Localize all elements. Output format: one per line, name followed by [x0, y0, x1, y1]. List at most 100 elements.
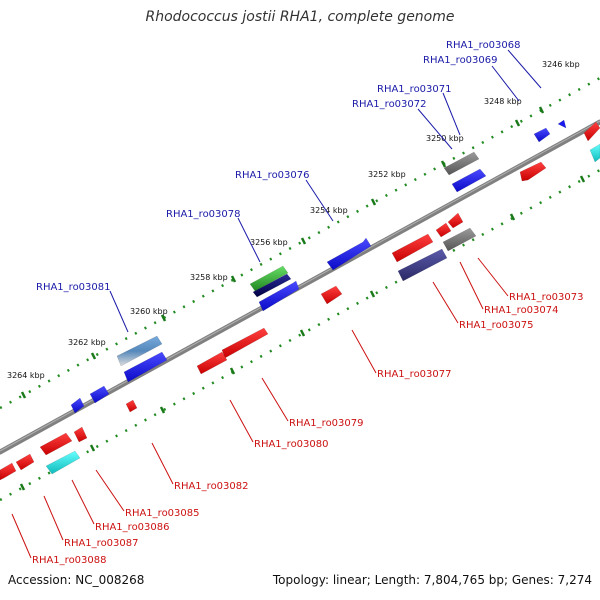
- tick-top: [370, 198, 377, 206]
- gene-arrow[interactable]: [249, 265, 289, 292]
- gene-labels-top: RHA1_ro03068 RHA1_ro03069 RHA1_ro03071 R…: [36, 40, 521, 293]
- gene-label[interactable]: RHA1_ro03080: [254, 439, 329, 450]
- tick-bottom: [89, 444, 96, 452]
- tick-top: [514, 119, 521, 127]
- gene-arrow[interactable]: [125, 399, 138, 413]
- gene-labels-bottom: RHA1_ro03073 RHA1_ro03074 RHA1_ro03075 R…: [32, 292, 584, 566]
- ruler-label: 3264 kbp: [7, 371, 45, 380]
- gene-label[interactable]: RHA1_ro03078: [166, 209, 241, 220]
- tick-top: [300, 237, 307, 245]
- gene-arrow[interactable]: [70, 397, 85, 414]
- accession-text: Accession: NC_008268: [8, 573, 145, 587]
- callout-line: [71, 479, 95, 525]
- tick-bottom: [299, 329, 306, 337]
- gene-arrow[interactable]: [320, 285, 343, 305]
- callout-line: [507, 49, 542, 89]
- tick-top: [230, 275, 237, 283]
- gene-label[interactable]: RHA1_ro03069: [423, 55, 498, 66]
- gene-arrow[interactable]: [252, 273, 292, 298]
- tick-top: [440, 160, 447, 168]
- map-title: Rhodococcus jostii RHA1, complete genome: [145, 9, 455, 25]
- gene-arrow[interactable]: [15, 453, 35, 471]
- gene-arrow[interactable]: [557, 119, 567, 129]
- gene-label[interactable]: RHA1_ro03087: [64, 538, 139, 549]
- ruler-label: 3258 kbp: [190, 273, 228, 282]
- gene-label[interactable]: RHA1_ro03086: [95, 522, 170, 533]
- gene-label[interactable]: RHA1_ro03071: [377, 84, 452, 95]
- ruler-label: 3248 kbp: [484, 97, 522, 106]
- ruler-label: 3262 kbp: [68, 338, 106, 347]
- gene-label[interactable]: RHA1_ro03088: [32, 555, 107, 566]
- callout-line: [442, 92, 461, 136]
- ruler-label: 3252 kbp: [368, 170, 406, 179]
- callout-line: [477, 257, 509, 297]
- gene-arrow[interactable]: [397, 248, 448, 282]
- callout-line: [11, 513, 32, 559]
- gene-label[interactable]: RHA1_ro03072: [352, 99, 427, 110]
- callout-line: [417, 108, 453, 150]
- ruler-labels: 3246 kbp 3248 kbp 3250 kbp 3252 kbp 3254…: [7, 60, 580, 380]
- genome-summary-text: Topology: linear; Length: 7,804,765 bp; …: [272, 573, 592, 587]
- tick-bottom: [19, 483, 26, 491]
- tick-bottom: [159, 406, 166, 414]
- gene-label[interactable]: RHA1_ro03077: [377, 369, 452, 380]
- callout-line: [432, 281, 459, 324]
- gene-arrow[interactable]: [0, 462, 17, 481]
- tick-top: [160, 314, 167, 322]
- gene-arrow[interactable]: [89, 385, 110, 404]
- callout-line: [151, 442, 174, 485]
- ruler-ticks-top: [20, 106, 545, 399]
- gene-label[interactable]: RHA1_ro03082: [174, 481, 249, 492]
- gene-arrow[interactable]: [442, 227, 477, 252]
- callout-line: [351, 329, 377, 374]
- gene-label[interactable]: RHA1_ro03076: [235, 170, 310, 181]
- tick-top: [90, 352, 97, 360]
- ruler-label: 3256 kbp: [250, 238, 288, 247]
- gene-label[interactable]: RHA1_ro03075: [459, 320, 534, 331]
- gene-arrow[interactable]: [443, 151, 480, 176]
- callout-line: [229, 399, 254, 443]
- gene-arrow[interactable]: [583, 121, 600, 142]
- gene-label[interactable]: RHA1_ro03085: [125, 508, 200, 519]
- callout-line: [43, 495, 64, 541]
- gene-arrow[interactable]: [258, 280, 300, 312]
- gene-arrow[interactable]: [39, 432, 73, 456]
- gene-arrow[interactable]: [533, 127, 551, 143]
- gene-arrow[interactable]: [589, 143, 600, 163]
- gene-label[interactable]: RHA1_ro03081: [36, 282, 111, 293]
- ruler-label: 3260 kbp: [130, 307, 168, 316]
- gene-arrow[interactable]: [326, 237, 372, 271]
- gene-arrow[interactable]: [451, 168, 487, 193]
- tick-bottom: [369, 290, 376, 298]
- callout-line: [261, 377, 289, 422]
- callouts-bottom: [11, 257, 509, 559]
- gene-arrow[interactable]: [45, 450, 81, 475]
- ruler-ticks-bottom: [19, 175, 586, 491]
- gene-arrow[interactable]: [221, 327, 269, 359]
- gene-arrow[interactable]: [519, 161, 547, 182]
- gene-arrow[interactable]: [447, 212, 464, 229]
- gene-arrow[interactable]: [435, 222, 452, 238]
- callout-line: [305, 179, 334, 222]
- callout-line: [237, 217, 261, 263]
- gene-arrow[interactable]: [116, 335, 163, 367]
- gene-arrow[interactable]: [123, 351, 168, 383]
- callout-line: [491, 65, 520, 102]
- gene-label[interactable]: RHA1_ro03074: [484, 305, 559, 316]
- callouts-top: [109, 49, 542, 333]
- gene-label[interactable]: RHA1_ro03073: [509, 292, 584, 303]
- tick-top: [20, 391, 27, 399]
- ruler-top: [0, 76, 600, 410]
- gene-arrow[interactable]: [73, 426, 88, 443]
- ruler-bottom: [0, 168, 600, 502]
- gene-label[interactable]: RHA1_ro03079: [289, 418, 364, 429]
- tick-bottom: [509, 213, 516, 221]
- ruler-label: 3250 kbp: [426, 134, 464, 143]
- gene-label[interactable]: RHA1_ro03068: [446, 40, 521, 51]
- tick-bottom: [579, 175, 586, 183]
- gene-arrow[interactable]: [391, 233, 434, 263]
- callout-line: [95, 469, 125, 512]
- tick-bottom: [229, 367, 236, 375]
- gene-arrow[interactable]: [196, 351, 228, 375]
